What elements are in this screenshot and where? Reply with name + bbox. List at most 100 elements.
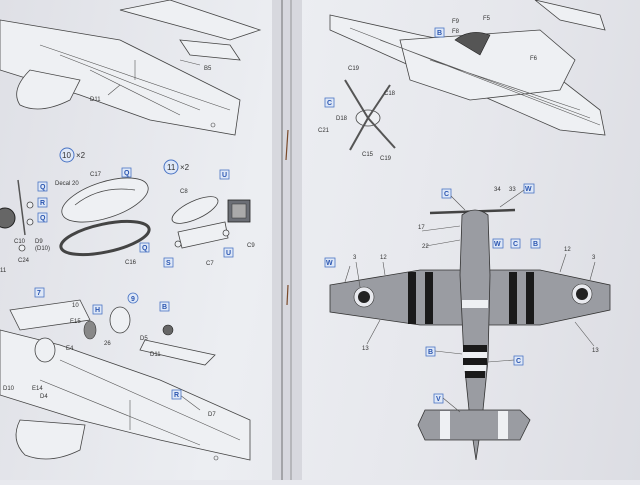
tag-q-1: [121, 167, 132, 178]
step-10-qty: ×2: [76, 151, 86, 160]
svg-text:C: C: [444, 191, 449, 198]
label-c8: C8: [180, 189, 188, 195]
tag-h: [92, 304, 103, 315]
right-top-assembly: B C F8 F9 F5 F6 C19 C19 C18 D18 C21 C15: [318, 0, 606, 162]
label-e4: E4: [66, 346, 74, 352]
label-c10: C10: [14, 239, 26, 245]
svg-text:U: U: [226, 250, 231, 257]
label-11: 11: [0, 268, 7, 274]
step-11: 11 ×2 C8 C9 C7 U U S: [163, 159, 255, 268]
label-f9: F9: [452, 19, 460, 25]
svg-text:Q: Q: [142, 245, 148, 252]
svg-text:H: H: [95, 307, 100, 314]
label-26: 26: [104, 341, 111, 347]
label-c19-a: C19: [348, 66, 360, 72]
left-top-assembly: B5 D11: [0, 0, 262, 136]
svg-text:S: S: [166, 260, 171, 267]
callout-12-a: 12: [380, 255, 387, 261]
label-f5: F5: [483, 16, 491, 22]
step-10-number: 10: [62, 151, 71, 160]
top-fuselage: [399, 29, 576, 101]
label-c9: C9: [247, 243, 255, 249]
label-f8: F8: [452, 29, 460, 35]
tag-c-profile-mid: [510, 238, 521, 249]
label-e15: E15: [70, 319, 81, 325]
tag-w-profile-top: [523, 183, 535, 194]
step-11-qty: ×2: [180, 163, 190, 172]
label-c7: C7: [206, 261, 214, 267]
svg-text:B: B: [162, 304, 167, 311]
label-c18: C18: [384, 91, 396, 97]
svg-text:7: 7: [37, 290, 41, 297]
label-d7: D7: [208, 412, 216, 418]
part-c8: [171, 196, 219, 224]
canopy-area: [454, 32, 491, 56]
tag-v: [433, 393, 444, 404]
svg-text:B: B: [437, 30, 442, 37]
label-e14: E14: [32, 386, 43, 392]
fuselage-stripe: [463, 345, 487, 352]
page-gutter: [272, 0, 302, 480]
step-10-badge: [59, 147, 75, 163]
tag-left-q-1: [37, 181, 48, 192]
label-f6: F6: [530, 56, 538, 62]
label-c16: C16: [125, 260, 137, 266]
tag-left-r: [37, 197, 48, 208]
tag-r-bottom: [171, 389, 182, 400]
tag-7: [34, 287, 45, 298]
left-bottom-assembly: 7 H B R 9 10 E15 D10 E14 D4 D5 D7 E4 26 …: [0, 287, 251, 461]
callout-3-b: 3: [592, 255, 596, 261]
label-d18: D18: [336, 116, 348, 122]
label-d11-bottom: D11: [150, 352, 161, 358]
label-c21: C21: [318, 128, 330, 134]
callout-33: 33: [509, 187, 516, 193]
tag-q-2: [139, 242, 150, 253]
tag-b-profile-mid: [530, 238, 541, 249]
tag-w-profile-left: [324, 257, 336, 268]
tag-u-2: [223, 247, 234, 258]
canopy-frame-c16: [59, 219, 151, 257]
tag-c-profile-low: [513, 355, 524, 366]
step-11-number: 11: [167, 163, 176, 172]
tag-b-bottom: [159, 301, 170, 312]
label-c19-b: C19: [380, 156, 392, 162]
part-c7: [177, 221, 229, 249]
svg-text:W: W: [494, 241, 501, 248]
tag-c-top: [324, 97, 335, 108]
svg-text:C: C: [513, 241, 518, 248]
label-decal-20: Decal 20: [55, 181, 79, 187]
label-d5: D5: [140, 336, 148, 342]
svg-text:B: B: [533, 241, 538, 248]
wing-stripe: [408, 272, 416, 324]
tag-s: [163, 257, 174, 268]
label-c15: C15: [362, 152, 374, 158]
tag-u-1: [219, 169, 230, 180]
svg-text:C: C: [327, 100, 332, 107]
label-d10-paren: (D10): [35, 246, 50, 252]
label-c17: C17: [90, 172, 102, 178]
svg-text:9: 9: [131, 296, 135, 303]
svg-text:C: C: [516, 358, 521, 365]
label-c24: C24: [18, 258, 30, 264]
callout-34: 34: [494, 187, 501, 193]
tag-b-top: [434, 27, 445, 38]
label-b5: B5: [204, 66, 212, 72]
label-d10: D10: [3, 386, 15, 392]
svg-text:Q: Q: [40, 215, 46, 222]
callout-17: 17: [418, 225, 425, 231]
svg-text:U: U: [222, 172, 227, 179]
step-11-badge: [163, 159, 179, 175]
label-d11: D11: [90, 97, 101, 103]
label-10: 10: [72, 303, 79, 309]
svg-text:R: R: [40, 200, 45, 207]
painting-profile: C W W W C B B C V 34 33 17 22 3 12 12 3 …: [324, 183, 611, 461]
tag-left-q-2: [37, 212, 48, 223]
tailplane-planform: [417, 409, 531, 441]
label-d9: D9: [35, 239, 43, 245]
tag-w-profile-mid: [492, 238, 504, 249]
svg-text:V: V: [436, 396, 441, 403]
svg-text:R: R: [174, 392, 179, 399]
callout-12-b: 12: [564, 247, 571, 253]
